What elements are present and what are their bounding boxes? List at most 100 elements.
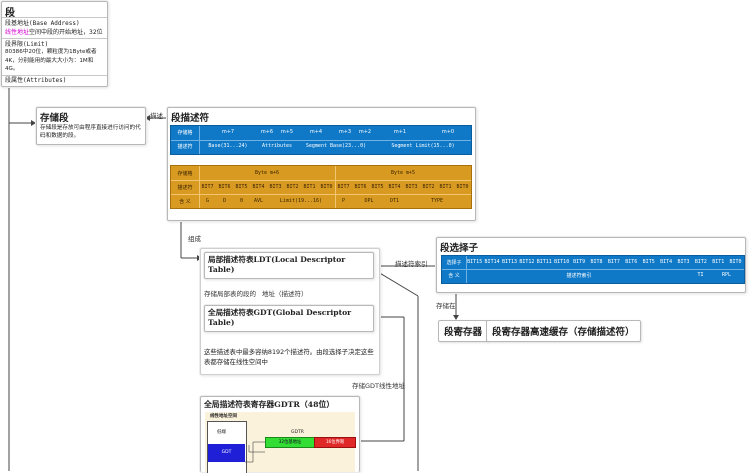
describe-edge-label: 描述 bbox=[150, 112, 163, 120]
gdt-title: 全局描述符表GDT(Global Descriptor Table) bbox=[208, 308, 352, 327]
store-gdt-addr-edge-label: 存储GDT线性地址 bbox=[352, 382, 406, 390]
d-flag: D bbox=[222, 198, 226, 204]
base-address-label: 段基地址(Base Address) bbox=[5, 20, 80, 27]
compose-edge-label: 组成 bbox=[188, 235, 201, 243]
limit-label: 段界限(Limit) bbox=[5, 41, 49, 48]
bit-cell: BIT2 bbox=[286, 184, 299, 190]
gdtr-card: 全局描述符表寄存器GDTR（48位） 线性地址空间 低端 GDT GDTR 32… bbox=[200, 396, 360, 473]
bit-cell: BIT3 bbox=[405, 184, 418, 190]
descriptor-byte-table: 存储格 m+7 m+6 m+5 m+4 m+3 m+2 m+1 m+0 描述符 … bbox=[170, 125, 472, 155]
bit-cell: BIT0 bbox=[456, 184, 469, 190]
sel-bit: BIT12 bbox=[519, 259, 535, 265]
byte-m4: m+4 bbox=[309, 129, 323, 135]
gdt-note: 这些描述表中最多容纳8192个描述符。由段选择子决定这些表都存储在线性空间中 bbox=[204, 348, 374, 366]
descriptor-title: 段描述符 bbox=[171, 113, 210, 124]
blue-header-cell: 存储格 bbox=[177, 130, 193, 136]
bit-cell: BIT6 bbox=[354, 184, 367, 190]
bit-cell: BIT5 bbox=[371, 184, 384, 190]
sel-bit: BIT4 bbox=[660, 259, 673, 265]
byte-m0: m+0 bbox=[441, 129, 455, 135]
ldt-card: 局部描述符表LDT(Local Descriptor Table) bbox=[204, 252, 374, 279]
bit-cell: BIT6 bbox=[218, 184, 231, 190]
sel-bit: BIT11 bbox=[536, 259, 552, 265]
base-address-desc: 线性地址空间中段的开始地址，32位 bbox=[5, 29, 103, 36]
gdt-card: 全局描述符表GDT(Global Descriptor Table) bbox=[204, 305, 374, 332]
bit-cell: BIT7 bbox=[337, 184, 350, 190]
sel-bit: BIT15 bbox=[467, 259, 483, 265]
bit-cell: BIT2 bbox=[422, 184, 435, 190]
byte-m5-label: Byte m+5 bbox=[390, 170, 416, 176]
sel-bit: BIT5 bbox=[642, 259, 655, 265]
stored-in-edge-label: 存储在 bbox=[436, 302, 456, 310]
ti-field: TI bbox=[697, 272, 704, 278]
storage-segment-desc: 存储段是存放可由程序直接进行访问的代码和数据的段。 bbox=[40, 125, 141, 139]
base-high-field: Base(31...24) bbox=[208, 143, 248, 149]
bit-cell: BIT4 bbox=[388, 184, 401, 190]
selector-bit-table: 选择子 BIT15 BIT14 BIT13 BIT12 BIT11 BIT10 … bbox=[441, 255, 745, 284]
bit-cell: BIT1 bbox=[439, 184, 452, 190]
rpl-field: RPL bbox=[721, 272, 732, 278]
descriptor-card: 段描述符 存储格 m+7 m+6 m+5 m+4 m+3 m+2 m+1 m+0… bbox=[167, 107, 476, 221]
bit-cell: BIT1 bbox=[303, 184, 316, 190]
gdtr-title: 全局描述符表寄存器GDTR（48位） bbox=[204, 400, 335, 409]
selector-meaning-header: 含 义 bbox=[448, 273, 460, 279]
byte-m1: m+1 bbox=[393, 129, 407, 135]
sel-bit: BIT7 bbox=[607, 259, 620, 265]
zero-flag: 0 bbox=[239, 198, 243, 204]
address-edge-label: 地址（描述符） bbox=[262, 290, 308, 298]
selector-card: 段选择子 选择子 BIT15 BIT14 BIT13 BIT12 BIT11 B… bbox=[436, 237, 746, 293]
gold-desc-header: 描述符 bbox=[177, 185, 193, 191]
store-ldt-edge-label: 存储局部表的段的 bbox=[204, 290, 256, 298]
sel-bit: BIT8 bbox=[590, 259, 603, 265]
sel-bit: BIT13 bbox=[501, 259, 518, 265]
g-flag: G bbox=[205, 198, 209, 204]
p-flag: P bbox=[341, 198, 345, 204]
attributes-bit-table: 存储格 Byte m+6 Byte m+5 描述符 BIT7 BIT6 BIT5… bbox=[170, 165, 472, 209]
bit-cell: BIT3 bbox=[269, 184, 282, 190]
byte-m3: m+3 bbox=[338, 129, 352, 135]
sel-bit: BIT1 bbox=[712, 259, 725, 265]
segment-register-cache-node: 段寄存器高速缓存（存储描述符） bbox=[486, 320, 641, 342]
sel-bit: BIT3 bbox=[677, 259, 690, 265]
byte-m6: m+6 bbox=[260, 129, 274, 135]
bit-cell: BIT4 bbox=[252, 184, 265, 190]
segment-register-node: 段寄存器 bbox=[438, 320, 489, 342]
storage-segment-title: 存储段 bbox=[40, 113, 69, 124]
storage-segment-card: 存储段 存储段是存放可由程序直接进行访问的代码和数据的段。 bbox=[36, 107, 146, 145]
ldt-title: 局部描述符表LDT(Local Descriptor Table) bbox=[208, 255, 346, 274]
sel-bit: BIT2 bbox=[694, 259, 707, 265]
limit-high-field: Limit(19...16) bbox=[279, 198, 323, 204]
blue-desc-header: 描述符 bbox=[177, 144, 193, 150]
gdt-block: GDT bbox=[208, 444, 245, 462]
gold-meaning-header: 含 义 bbox=[179, 199, 191, 205]
attributes-label: 段属性(Attributes) bbox=[5, 77, 67, 84]
avl-flag: AVL bbox=[253, 198, 264, 204]
sel-bit: BIT6 bbox=[625, 259, 638, 265]
byte-m5: m+5 bbox=[280, 129, 294, 135]
byte-m6-label: Byte m+6 bbox=[254, 170, 280, 176]
bit-cell: BIT7 bbox=[201, 184, 214, 190]
linear-address-highlight: 线性地址 bbox=[5, 29, 30, 36]
segment-card: 段 段基地址(Base Address) 线性地址空间中段的开始地址，32位 段… bbox=[1, 1, 108, 87]
sel-bit: BIT9 bbox=[573, 259, 586, 265]
sel-bit: BIT0 bbox=[729, 259, 742, 265]
bit-cell: BIT0 bbox=[320, 184, 333, 190]
gdtr-arrows bbox=[245, 441, 265, 463]
segment-base-field: Segment Base(23...0) bbox=[305, 143, 367, 149]
dt1-flag: DT1 bbox=[389, 198, 400, 204]
byte-m2: m+2 bbox=[358, 129, 372, 135]
selector-title: 段选择子 bbox=[440, 243, 479, 254]
limit-desc: 80386中20位，颗粒度为1Byte或者4K，分别能用的最大大小为：1M和4G… bbox=[5, 49, 97, 72]
bit-cell: BIT5 bbox=[235, 184, 248, 190]
byte-m7: m+7 bbox=[221, 129, 235, 135]
gdtr-limit-field: 16位界限 bbox=[314, 437, 356, 448]
selector-header: 选择子 bbox=[446, 260, 462, 266]
gdtr-register-label: GDTR bbox=[291, 430, 304, 435]
selector-index-edge-label: 描述符索引 bbox=[395, 260, 428, 268]
segment-title: 段 bbox=[5, 8, 15, 19]
linear-space-label: 线性地址空间 bbox=[210, 414, 237, 419]
dpl-field: DPL bbox=[364, 198, 374, 204]
sel-bit: BIT14 bbox=[484, 259, 500, 265]
gold-header-cell: 存储格 bbox=[177, 171, 193, 177]
